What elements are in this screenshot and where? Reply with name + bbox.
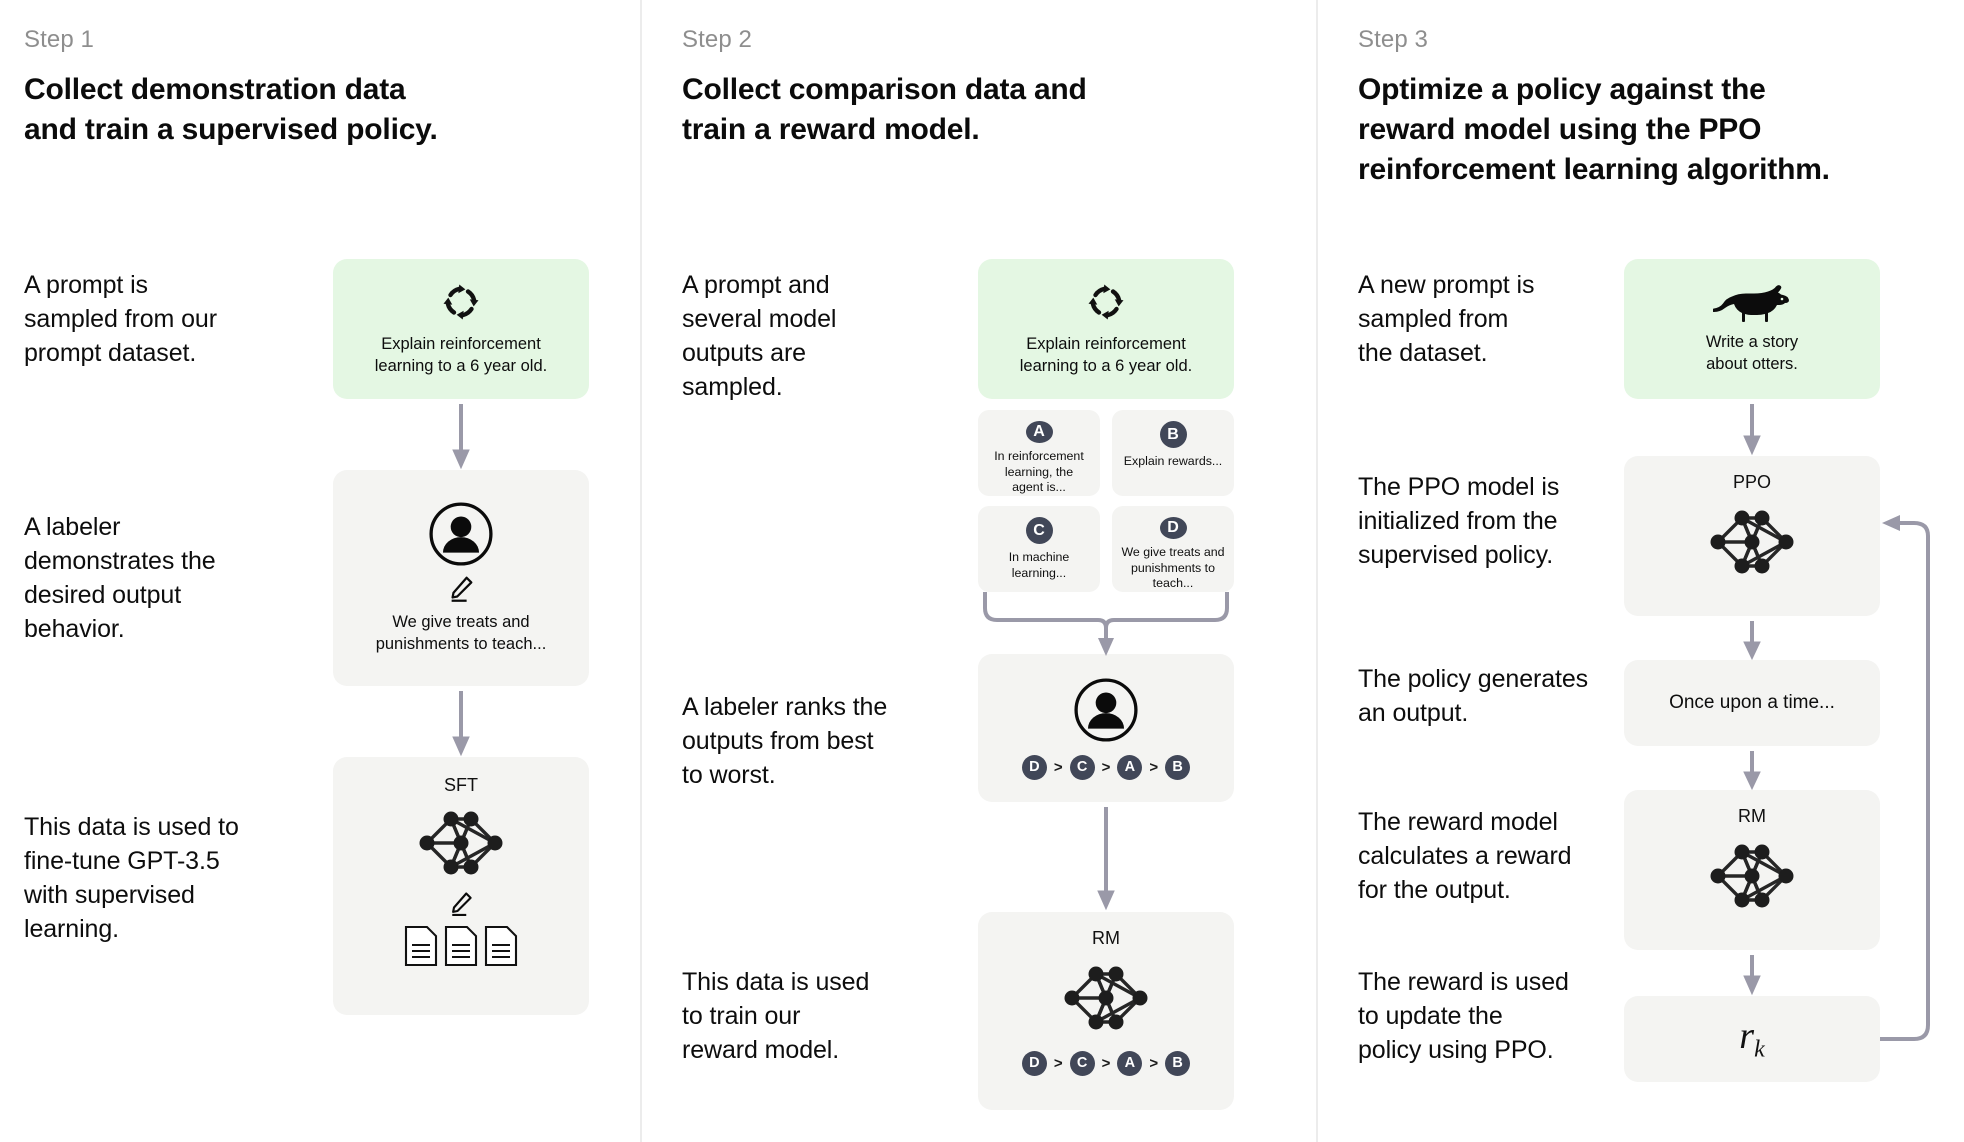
step-2-desc-2: A labeler ranks the outputs from best to… bbox=[682, 693, 888, 789]
step-1-labeler-text: We give treats and punishments to teach.… bbox=[375, 612, 547, 653]
option-badge-d: D bbox=[1159, 517, 1187, 540]
step-3-desc-3: The policy generates an output. bbox=[1358, 665, 1589, 727]
neural-network-icon bbox=[1058, 957, 1154, 1039]
option-badge-a: A bbox=[1025, 421, 1053, 444]
otter-icon bbox=[1713, 283, 1791, 323]
step-3-prompt-card[interactable]: Write a story about otters. bbox=[1624, 259, 1880, 399]
rm-rank-sep-2: > bbox=[1101, 1055, 1111, 1072]
step-3-desc-4: The reward model calculates a reward for… bbox=[1358, 808, 1572, 904]
rm-rank-sep-3: > bbox=[1149, 1055, 1159, 1072]
step-2-option-d[interactable]: D We give treats and punishments to teac… bbox=[1112, 506, 1234, 592]
step-1-desc-3: This data is used to fine-tune GPT-3.5 w… bbox=[24, 813, 239, 943]
neural-network-icon bbox=[1704, 501, 1800, 583]
step-2-desc-1: A prompt and several model outputs are s… bbox=[682, 271, 837, 401]
step-3-output-text: Once upon a time... bbox=[1669, 692, 1835, 714]
option-text-d: We give treats and punishments to teach.… bbox=[1121, 545, 1225, 591]
step-1-sft-caption: SFT bbox=[444, 775, 478, 795]
step-2-option-a[interactable]: A In reinforcement learning, the agent i… bbox=[978, 410, 1100, 496]
rm-rank-badge-3: A bbox=[1117, 1051, 1143, 1076]
step-3-ppo-caption: PPO bbox=[1732, 472, 1771, 492]
step-3-column: Step 3 Optimize a policy against the rew… bbox=[1316, 0, 1964, 1142]
rank-badge-4: B bbox=[1165, 754, 1191, 780]
step-1-label: Step 1 bbox=[24, 26, 94, 53]
rank-badge-3: A bbox=[1117, 754, 1143, 780]
step-3-desc-5: The reward is used to update the policy … bbox=[1358, 968, 1569, 1064]
neural-network-icon bbox=[413, 802, 509, 884]
rm-rank-badge-4: B bbox=[1165, 1051, 1191, 1076]
rank-sep-1: > bbox=[1053, 758, 1063, 776]
step-3-rm-caption: RM bbox=[1738, 806, 1766, 826]
step-3-output-card[interactable]: Once upon a time... bbox=[1624, 660, 1880, 746]
step-1-column: Step 1 Collect demonstration data and tr… bbox=[0, 0, 640, 1142]
step-1-prompt-card[interactable]: Explain reinforcement learning to a 6 ye… bbox=[333, 259, 589, 399]
step-3-desc-2: The PPO model is initialized from the su… bbox=[1358, 473, 1560, 569]
pencil-icon bbox=[446, 574, 476, 604]
rank-badge-1: D bbox=[1021, 754, 1047, 780]
step-2-rm-caption: RM bbox=[1092, 928, 1120, 948]
refresh-icon bbox=[1085, 281, 1127, 323]
neural-network-icon bbox=[1704, 835, 1800, 917]
step-2-ranking-row: D > C > A > B bbox=[1021, 754, 1191, 780]
step-1-prompt-text: Explain reinforcement learning to a 6 ye… bbox=[374, 334, 548, 375]
rank-badge-2: C bbox=[1069, 754, 1095, 780]
step-3-label: Step 3 bbox=[1358, 26, 1428, 53]
reward-symbol-r: r bbox=[1739, 1014, 1755, 1057]
step-2-label: Step 2 bbox=[682, 26, 752, 53]
step-2-desc-3: This data is used to train our reward mo… bbox=[682, 968, 870, 1064]
rm-rank-badge-1: D bbox=[1021, 1051, 1047, 1076]
step-2-prompt-text: Explain reinforcement learning to a 6 ye… bbox=[1019, 334, 1193, 375]
step-1-labeler-card[interactable]: We give treats and punishments to teach.… bbox=[333, 470, 589, 686]
step-3-reward-card[interactable]: rk bbox=[1624, 996, 1880, 1082]
option-text-c: In machine learning... bbox=[1008, 550, 1070, 580]
documents-icon bbox=[403, 924, 519, 968]
step-2-option-b[interactable]: B Explain rewards... bbox=[1112, 410, 1234, 496]
step-3-desc-1: A new prompt is sampled from the dataset… bbox=[1358, 271, 1535, 367]
step-2-rm-card[interactable]: RM bbox=[978, 912, 1234, 1110]
step-2-rm-ranking-row: D > C > A > B bbox=[1021, 1051, 1191, 1076]
option-text-b: Explain rewards... bbox=[1123, 454, 1223, 468]
step-2-prompt-card[interactable]: Explain reinforcement learning to a 6 ye… bbox=[978, 259, 1234, 399]
step-3-prompt-text: Write a story about otters. bbox=[1705, 332, 1799, 373]
refresh-icon bbox=[440, 281, 482, 323]
pencil-icon bbox=[447, 890, 475, 918]
reward-symbol-k: k bbox=[1754, 1036, 1765, 1063]
step-2-option-c[interactable]: C In machine learning... bbox=[978, 506, 1100, 592]
rm-rank-sep-1: > bbox=[1053, 1055, 1063, 1072]
reward-symbol: rk bbox=[1739, 1017, 1764, 1062]
step-3-title: Optimize a policy against the reward mod… bbox=[1358, 73, 1830, 186]
person-icon bbox=[1073, 677, 1139, 743]
step-2-column: Step 2 Collect comparison data and train… bbox=[640, 0, 1316, 1142]
person-icon bbox=[428, 501, 494, 567]
step-1-title: Collect demonstration data and train a s… bbox=[24, 73, 438, 146]
step-1-desc-1: A prompt is sampled from our prompt data… bbox=[24, 271, 217, 367]
option-badge-b: B bbox=[1159, 421, 1187, 448]
rank-sep-2: > bbox=[1101, 758, 1111, 776]
rm-rank-badge-2: C bbox=[1069, 1051, 1095, 1076]
rank-sep-3: > bbox=[1149, 758, 1159, 776]
step-3-rm-card[interactable]: RM bbox=[1624, 790, 1880, 950]
option-badge-c: C bbox=[1025, 517, 1053, 544]
step-2-title: Collect comparison data and train a rewa… bbox=[682, 73, 1087, 146]
option-text-a: In reinforcement learning, the agent is.… bbox=[994, 449, 1084, 495]
step-3-ppo-card[interactable]: PPO bbox=[1624, 456, 1880, 616]
step-1-desc-2: A labeler demonstrates the desired outpu… bbox=[24, 513, 216, 643]
step-2-ranking-card[interactable]: D > C > A > B bbox=[978, 654, 1234, 802]
step-1-sft-card[interactable]: SFT bbox=[333, 757, 589, 1015]
